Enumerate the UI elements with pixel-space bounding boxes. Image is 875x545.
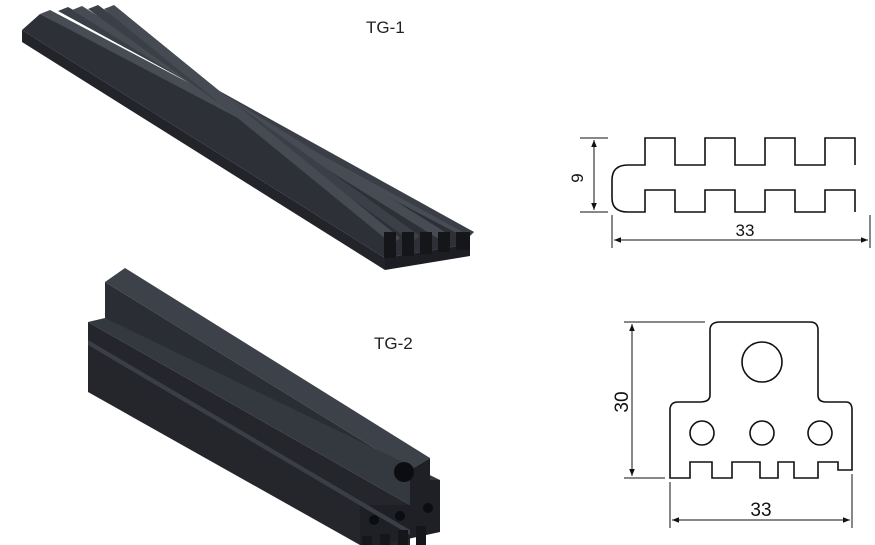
tg1-render (22, 5, 474, 270)
tg2-label: TG-2 (374, 334, 413, 353)
tg2-small-hole (395, 511, 405, 521)
tg2-render (88, 268, 440, 545)
tg1-label: TG-1 (366, 18, 405, 37)
tg2-small-hole (369, 515, 379, 525)
tg2-height-label: 30 (612, 391, 633, 412)
tg1-height-label: 9 (568, 173, 587, 182)
tg2-width-label: 33 (750, 500, 771, 521)
tg1-dimension-lines (580, 137, 871, 248)
tg2-dimension-lines (624, 321, 853, 528)
tg1-ribs (40, 5, 474, 244)
tg2-large-hole (394, 462, 414, 482)
tg1-width-label: 33 (736, 221, 755, 240)
tg1-end-teeth (384, 232, 470, 258)
tg1-cross-section (611, 137, 856, 213)
tg2-cross-section (669, 321, 853, 479)
tg2-small-hole (423, 503, 433, 513)
